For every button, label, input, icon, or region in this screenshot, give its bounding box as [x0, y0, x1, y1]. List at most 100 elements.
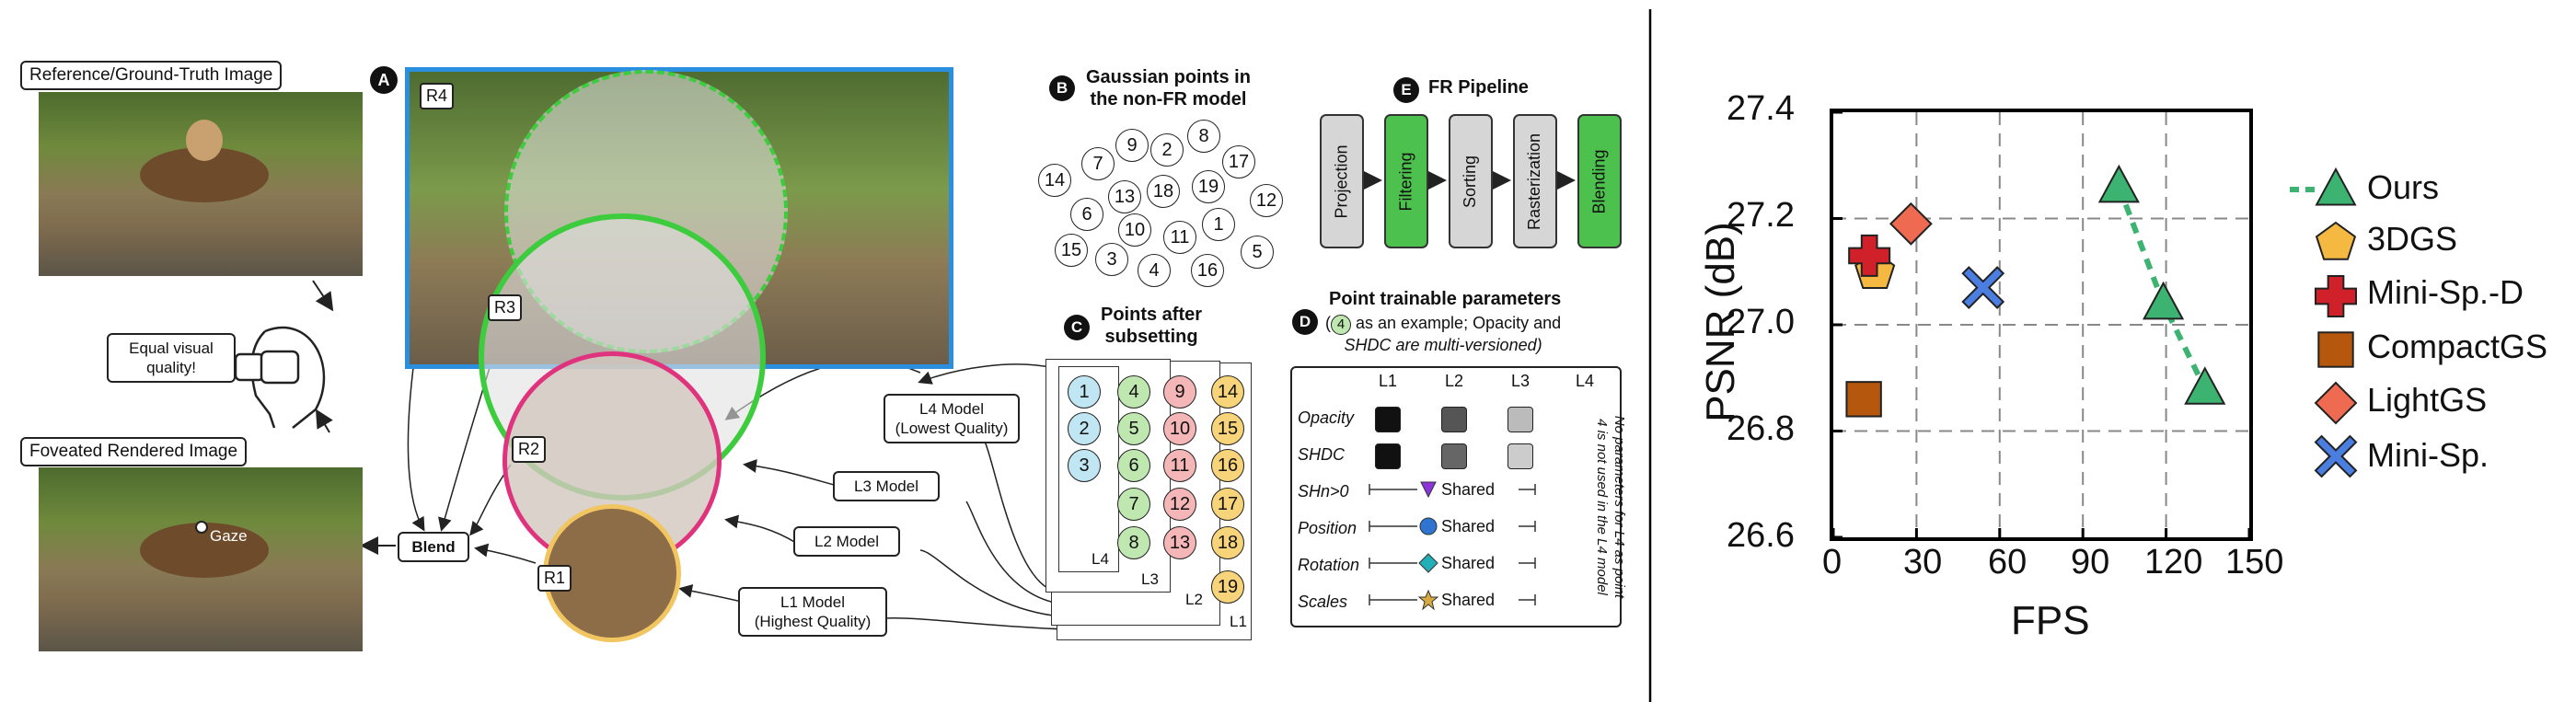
point-b-15: 15 — [1055, 234, 1088, 267]
legend-label-compactgs: CompactGS — [2367, 328, 2548, 365]
data-point-ours — [2097, 164, 2140, 203]
legend-marker-mini-sp-d — [2315, 275, 2357, 317]
point-b-11: 11 — [1163, 221, 1196, 254]
level-label-l1: L1 — [1230, 613, 1247, 630]
x-tick-label: 150 — [2225, 543, 2284, 581]
subset-point: 7 — [1117, 488, 1150, 521]
point-b-3: 3 — [1095, 243, 1128, 276]
legend-marker-3dgs — [2315, 221, 2357, 260]
legend-marker-compactgs — [2317, 331, 2354, 368]
model-l4-box: L4 Model(Lowest Quality) — [884, 394, 1020, 443]
legend-label-lightgs: LightGS — [2367, 381, 2488, 419]
region-label-r4: R4 — [420, 83, 455, 109]
point-b-9: 9 — [1115, 129, 1149, 162]
point-b-16: 16 — [1191, 254, 1224, 287]
data-point-mini-sp-d — [1848, 234, 1891, 277]
subset-point: 2 — [1068, 412, 1101, 445]
opacity-l3-swatch — [1507, 407, 1533, 432]
data-point-mini-sp- — [1961, 266, 2005, 309]
shared-label-shn: Shared — [1441, 480, 1496, 499]
subset-point: 3 — [1068, 449, 1101, 482]
shdc-l3-swatch — [1507, 443, 1533, 469]
point-b-18: 18 — [1147, 175, 1180, 208]
shdc-l1-swatch — [1375, 443, 1401, 469]
param-rotation: Rotation — [1298, 556, 1360, 574]
point-b-2: 2 — [1150, 133, 1184, 167]
model-l1-box: L1 Model(Highest Quality) — [738, 587, 887, 637]
x-tick-label: 90 — [2071, 543, 2110, 581]
col-header-l1: L1 — [1379, 372, 1398, 390]
subset-point: 8 — [1117, 526, 1150, 559]
point-b-17: 17 — [1222, 145, 1255, 178]
shared-param-arrows — [1369, 480, 1536, 611]
data-point-ours — [2184, 366, 2226, 405]
model-l3-box: L3 Model — [833, 471, 940, 501]
subset-point: 16 — [1211, 449, 1244, 482]
x-axis-label: FPS — [2011, 598, 2090, 643]
point-b-12: 12 — [1250, 184, 1283, 217]
opacity-l2-swatch — [1441, 407, 1467, 432]
point-b-7: 7 — [1081, 147, 1115, 180]
param-position: Position — [1298, 519, 1357, 537]
region-label-r1: R1 — [537, 565, 572, 592]
shared-label-position: Shared — [1441, 517, 1496, 535]
pipeline-projection: Projection — [1320, 114, 1364, 248]
badge-c: C — [1064, 315, 1090, 340]
pipeline-rasterization: Rasterization — [1513, 114, 1557, 248]
point-b-6: 6 — [1070, 198, 1103, 231]
x-tick-label: 120 — [2144, 543, 2203, 581]
panel-d-subtitle: (4 as an example; Opacity and SHDC are m… — [1325, 314, 1562, 354]
region-r2-ring — [502, 351, 722, 570]
y-tick-label: 27.0 — [1727, 303, 1795, 341]
badge-d: D — [1292, 309, 1318, 335]
subset-point: 15 — [1211, 412, 1244, 445]
y-tick-label: 27.4 — [1727, 89, 1795, 128]
col-header-l3: L3 — [1511, 372, 1531, 390]
level-label-l3: L3 — [1141, 570, 1159, 588]
region-label-r2: R2 — [512, 436, 547, 463]
subset-point: 17 — [1211, 488, 1244, 521]
subset-point: 19 — [1211, 570, 1244, 604]
data-point-ours — [2143, 281, 2185, 320]
point-b-10: 10 — [1118, 213, 1151, 247]
y-tick-label: 27.2 — [1727, 196, 1795, 235]
y-tick-label: 26.8 — [1727, 409, 1795, 448]
point-b-8: 8 — [1187, 120, 1220, 153]
foveated-image: Gaze — [39, 467, 363, 651]
level-label-l2: L2 — [1185, 591, 1203, 608]
pipeline-blending: Blending — [1577, 114, 1622, 248]
param-shdc: SHDC — [1298, 445, 1346, 464]
badge-a: A — [370, 66, 398, 94]
y-tick-label: 26.6 — [1727, 516, 1795, 555]
blend-box: Blend — [398, 532, 469, 562]
subset-point: 9 — [1163, 375, 1196, 409]
badge-e: E — [1393, 77, 1419, 103]
param-scales: Scales — [1298, 593, 1348, 611]
col-header-l4: L4 — [1576, 372, 1595, 390]
point-b-13: 13 — [1108, 180, 1141, 213]
shared-label-rotation: Shared — [1441, 554, 1496, 572]
subset-point: 6 — [1117, 449, 1150, 482]
legend-label-3dgs: 3DGS — [2367, 220, 2458, 258]
foveated-caption: Foveated Rendered Image — [20, 437, 248, 466]
point-b-1: 1 — [1202, 208, 1235, 241]
subset-point: 5 — [1117, 412, 1150, 445]
subset-point: 4 — [1117, 375, 1150, 409]
model-l2-box: L2 Model — [793, 526, 900, 557]
panel-e-title: FR Pipeline — [1428, 77, 1529, 98]
region-label-r3: R3 — [488, 294, 523, 321]
equal-quality-bubble: Equal visual quality! — [107, 333, 236, 383]
param-shn: SHn>0 — [1298, 482, 1349, 501]
pipeline-sorting: Sorting — [1449, 114, 1493, 248]
legend-label-minisp-d: Mini-Sp.-D — [2367, 273, 2524, 311]
subset-point: 13 — [1163, 526, 1196, 559]
point-b-4: 4 — [1138, 254, 1171, 287]
x-tick-label: 60 — [1988, 543, 2027, 581]
subset-point: 1 — [1068, 375, 1101, 409]
reference-image — [39, 92, 363, 276]
y-axis-label: PSNR (dB) — [1698, 222, 1743, 422]
point-b-14: 14 — [1038, 164, 1071, 197]
